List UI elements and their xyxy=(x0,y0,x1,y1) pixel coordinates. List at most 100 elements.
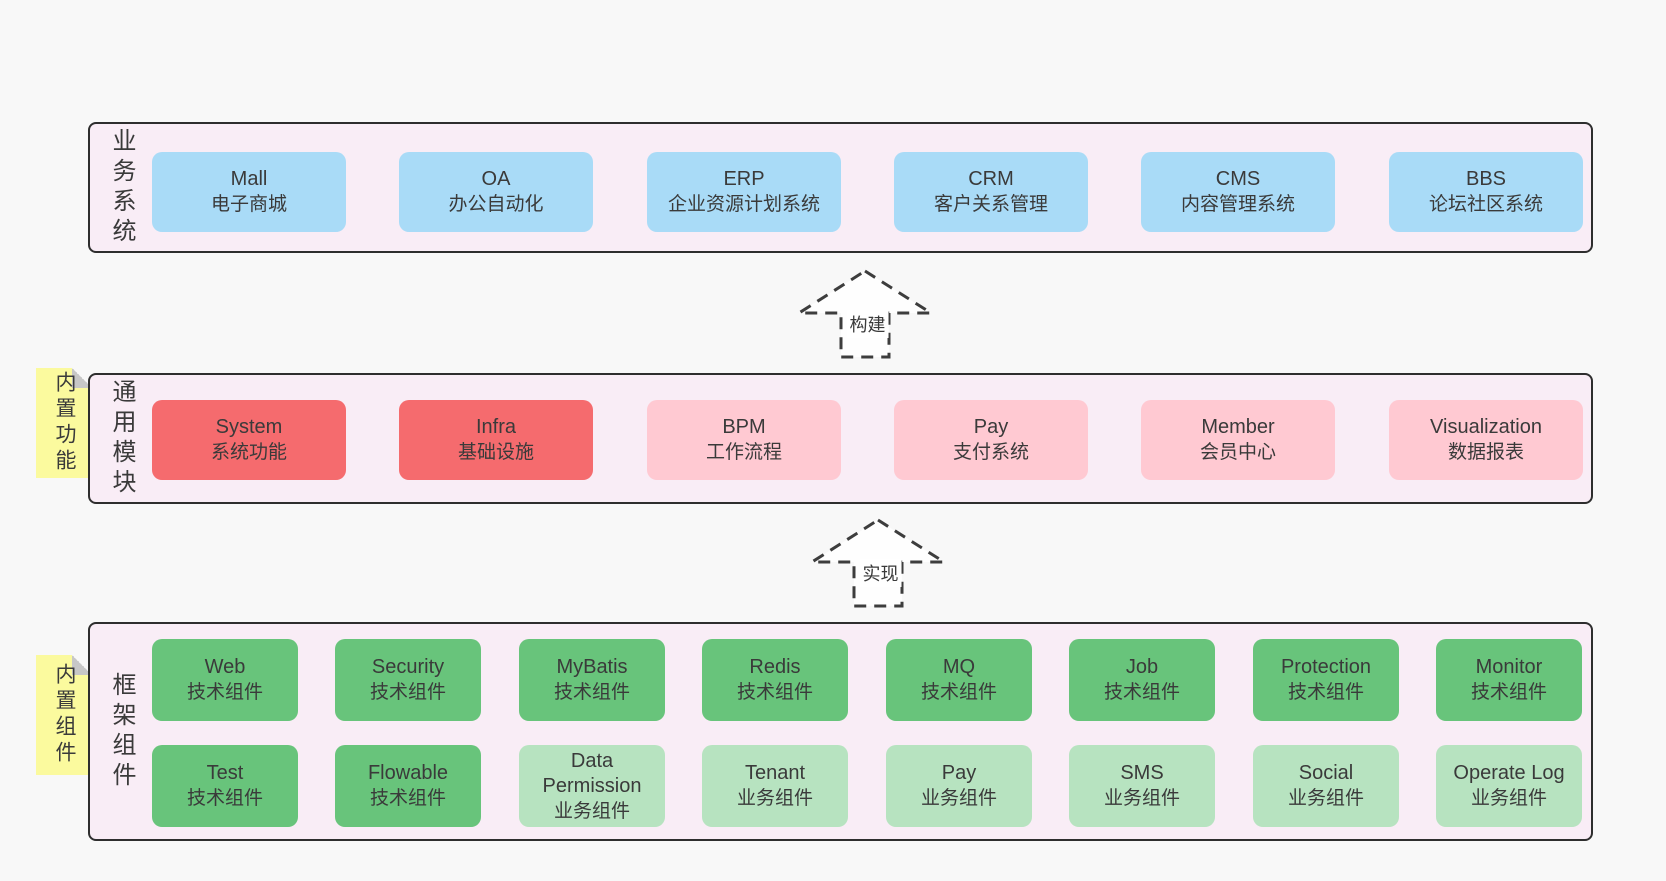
arrow-build: 构建 xyxy=(795,268,935,360)
box-monitor: Monitor 技术组件 xyxy=(1436,639,1582,721)
box-system: System 系统功能 xyxy=(152,400,346,480)
box-cn-label: 支付系统 xyxy=(952,442,1029,463)
box-cn-label: 技术组件 xyxy=(369,788,446,809)
box-cn-label: 客户关系管理 xyxy=(933,194,1048,215)
layer-business-systems: 业务系统 Mall 电子商城 OA 办公自动化 ERP 企业资源计划系统 CRM… xyxy=(88,122,1593,253)
sticky-note-label: 内置功能 xyxy=(53,371,76,475)
box-en-label: Social xyxy=(1298,762,1354,784)
box-en-label: SMS xyxy=(1120,762,1164,784)
box-cn-label: 系统功能 xyxy=(210,442,287,463)
box-cn-label: 数据报表 xyxy=(1447,442,1524,463)
box-mall: Mall 电子商城 xyxy=(152,152,346,232)
box-protection: Protection 技术组件 xyxy=(1253,639,1399,721)
box-cn-label: 工作流程 xyxy=(705,442,782,463)
box-bbs: BBS 论坛社区系统 xyxy=(1389,152,1583,232)
box-cn-label: 业务组件 xyxy=(1287,788,1364,809)
sticky-fold-corner-icon xyxy=(72,655,92,675)
layer-business-label: 业务系统 xyxy=(108,127,135,248)
box-cn-label: 办公自动化 xyxy=(448,194,544,215)
box-cn-label: 技术组件 xyxy=(553,682,630,703)
box-cn-label: 电子商城 xyxy=(210,194,287,215)
box-cn-label: 会员中心 xyxy=(1199,442,1276,463)
box-cn-label: 业务组件 xyxy=(920,788,997,809)
box-pay-component: Pay 业务组件 xyxy=(886,745,1032,827)
box-cn-label: 技术组件 xyxy=(920,682,997,703)
box-en-label: BPM xyxy=(722,416,766,438)
sticky-fold-corner-icon xyxy=(72,368,92,388)
sticky-note-built-in-features: 内置功能 xyxy=(36,368,92,478)
box-en-label: Redis xyxy=(749,656,801,678)
box-en-label: Flowable xyxy=(367,762,449,784)
box-en-label: Member xyxy=(1201,416,1275,438)
layer-modules-label: 通用模块 xyxy=(108,378,135,499)
box-security: Security 技术组件 xyxy=(335,639,481,721)
box-en-label: Operate Log xyxy=(1453,762,1565,784)
box-cn-label: 技术组件 xyxy=(1103,682,1180,703)
box-erp: ERP 企业资源计划系统 xyxy=(647,152,841,232)
box-cn-label: 内容管理系统 xyxy=(1180,194,1295,215)
box-social: Social 业务组件 xyxy=(1253,745,1399,827)
box-en-label: Job xyxy=(1125,656,1159,678)
box-crm: CRM 客户关系管理 xyxy=(894,152,1088,232)
box-cn-label: 业务组件 xyxy=(553,800,630,822)
sticky-note-label: 内置组件 xyxy=(53,663,76,767)
box-en-label: MQ xyxy=(942,656,976,678)
box-sms: SMS 业务组件 xyxy=(1069,745,1215,827)
box-infra: Infra 基础设施 xyxy=(399,400,593,480)
box-en-label: Protection xyxy=(1280,656,1372,678)
box-cn-label: 论坛社区系统 xyxy=(1428,194,1543,215)
box-web: Web 技术组件 xyxy=(152,639,298,721)
box-visualization: Visualization 数据报表 xyxy=(1389,400,1583,480)
box-en-label: Pay xyxy=(941,762,977,784)
box-tenant: Tenant 业务组件 xyxy=(702,745,848,827)
box-en-label: Pay xyxy=(973,416,1009,438)
box-member: Member 会员中心 xyxy=(1141,400,1335,480)
box-cn-label: 技术组件 xyxy=(736,682,813,703)
sticky-note-built-in-components: 内置组件 xyxy=(36,655,92,775)
box-cn-label: 业务组件 xyxy=(736,788,813,809)
box-en-label: BBS xyxy=(1465,168,1507,190)
box-en-label: ERP xyxy=(723,168,765,190)
box-en-label: Security xyxy=(371,656,445,678)
arrow-implement-label: 实现 xyxy=(859,559,902,587)
box-cn-label: 技术组件 xyxy=(186,788,263,809)
box-flowable: Flowable 技术组件 xyxy=(335,745,481,827)
box-data-permission: Data Permission 业务组件 xyxy=(519,745,665,827)
box-bpm: BPM 工作流程 xyxy=(647,400,841,480)
box-cms: CMS 内容管理系统 xyxy=(1141,152,1335,232)
box-test: Test 技术组件 xyxy=(152,745,298,827)
box-mybatis: MyBatis 技术组件 xyxy=(519,639,665,721)
box-en-label: CRM xyxy=(968,168,1014,190)
box-en-label: Web xyxy=(204,656,246,678)
box-en-label: MyBatis xyxy=(556,656,628,678)
box-en-label: Mall xyxy=(230,168,268,190)
box-cn-label: 基础设施 xyxy=(457,442,534,463)
box-cn-label: 业务组件 xyxy=(1470,788,1547,809)
box-en-label: Test xyxy=(206,762,244,784)
box-en-label: System xyxy=(215,416,283,438)
arrow-implement: 实现 xyxy=(808,517,948,609)
box-job: Job 技术组件 xyxy=(1069,639,1215,721)
box-cn-label: 企业资源计划系统 xyxy=(667,194,820,215)
layer-framework-components: 框架组件 Web 技术组件 Security 技术组件 MyBatis 技术组件… xyxy=(88,622,1593,841)
box-redis: Redis 技术组件 xyxy=(702,639,848,721)
box-en-label: CMS xyxy=(1215,168,1261,190)
box-en-label: OA xyxy=(481,168,511,190)
box-mq: MQ 技术组件 xyxy=(886,639,1032,721)
box-en-label: Infra xyxy=(475,416,517,438)
box-cn-label: 技术组件 xyxy=(186,682,263,703)
arrow-build-label: 构建 xyxy=(846,310,889,338)
box-cn-label: 技术组件 xyxy=(1287,682,1364,703)
layer-common-modules: 通用模块 System 系统功能 Infra 基础设施 BPM 工作流程 Pay… xyxy=(88,373,1593,504)
box-en-label: Tenant xyxy=(744,762,806,784)
box-cn-label: 技术组件 xyxy=(1470,682,1547,703)
box-en-label: Data Permission xyxy=(542,749,642,797)
box-oa: OA 办公自动化 xyxy=(399,152,593,232)
box-en-label: Visualization xyxy=(1430,416,1542,438)
box-pay-module: Pay 支付系统 xyxy=(894,400,1088,480)
box-cn-label: 业务组件 xyxy=(1103,788,1180,809)
box-cn-label: 技术组件 xyxy=(369,682,446,703)
box-operate-log: Operate Log 业务组件 xyxy=(1436,745,1582,827)
box-en-label: Monitor xyxy=(1475,656,1543,678)
